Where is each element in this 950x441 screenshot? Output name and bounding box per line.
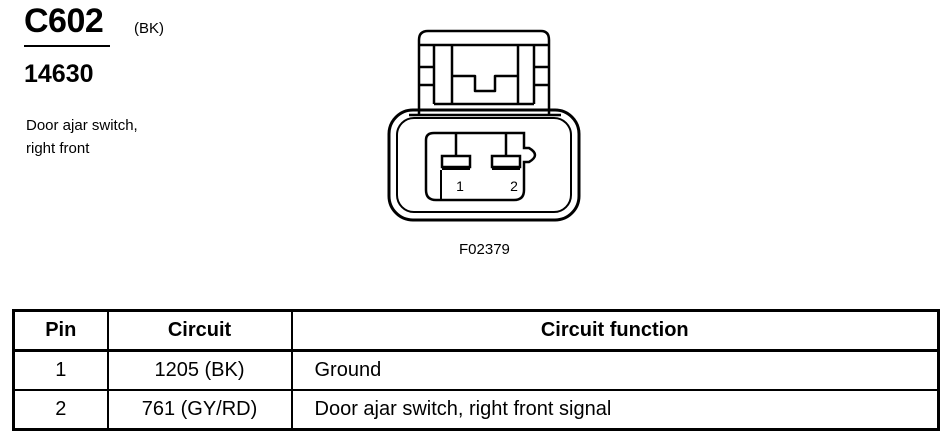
- connector-face-diagram: 1 2: [387, 29, 581, 222]
- header-circuit-function: Circuit function: [290, 309, 940, 352]
- cell-pin: 1: [12, 349, 109, 391]
- description-line-2: right front: [26, 140, 90, 157]
- pinout-table: Pin Circuit Circuit function 1 1205 (BK)…: [12, 309, 940, 431]
- header-pin: Pin: [12, 309, 109, 352]
- table-row: 2 761 (GY/RD) Door ajar switch, right fr…: [12, 389, 940, 431]
- title-underline: [24, 45, 110, 47]
- connector-description: Door ajar switch, right front: [26, 114, 138, 160]
- cell-pin: 2: [12, 389, 109, 431]
- cell-circuit: 761 (GY/RD): [106, 389, 293, 431]
- cell-function: Ground: [290, 349, 940, 391]
- part-number: 14630: [24, 60, 94, 88]
- description-line-1: Door ajar switch,: [26, 117, 138, 134]
- connector-body: [387, 108, 581, 222]
- pin-cavity-2: 2: [490, 133, 522, 194]
- header-circuit: Circuit: [106, 309, 293, 352]
- connector-color-code: (BK): [134, 20, 164, 37]
- cell-circuit: 1205 (BK): [106, 349, 293, 391]
- connector-latch-housing: [409, 29, 561, 117]
- table-row: 1 1205 (BK) Ground: [12, 349, 940, 391]
- pin-label-1: 1: [456, 178, 464, 194]
- pin-cavity-1: 1: [440, 133, 472, 194]
- connector-id: C602: [24, 2, 104, 40]
- pin-label-2: 2: [510, 178, 518, 194]
- table-header-row: Pin Circuit Circuit function: [12, 309, 940, 352]
- cell-function: Door ajar switch, right front signal: [290, 389, 940, 431]
- figure-id: F02379: [459, 241, 510, 258]
